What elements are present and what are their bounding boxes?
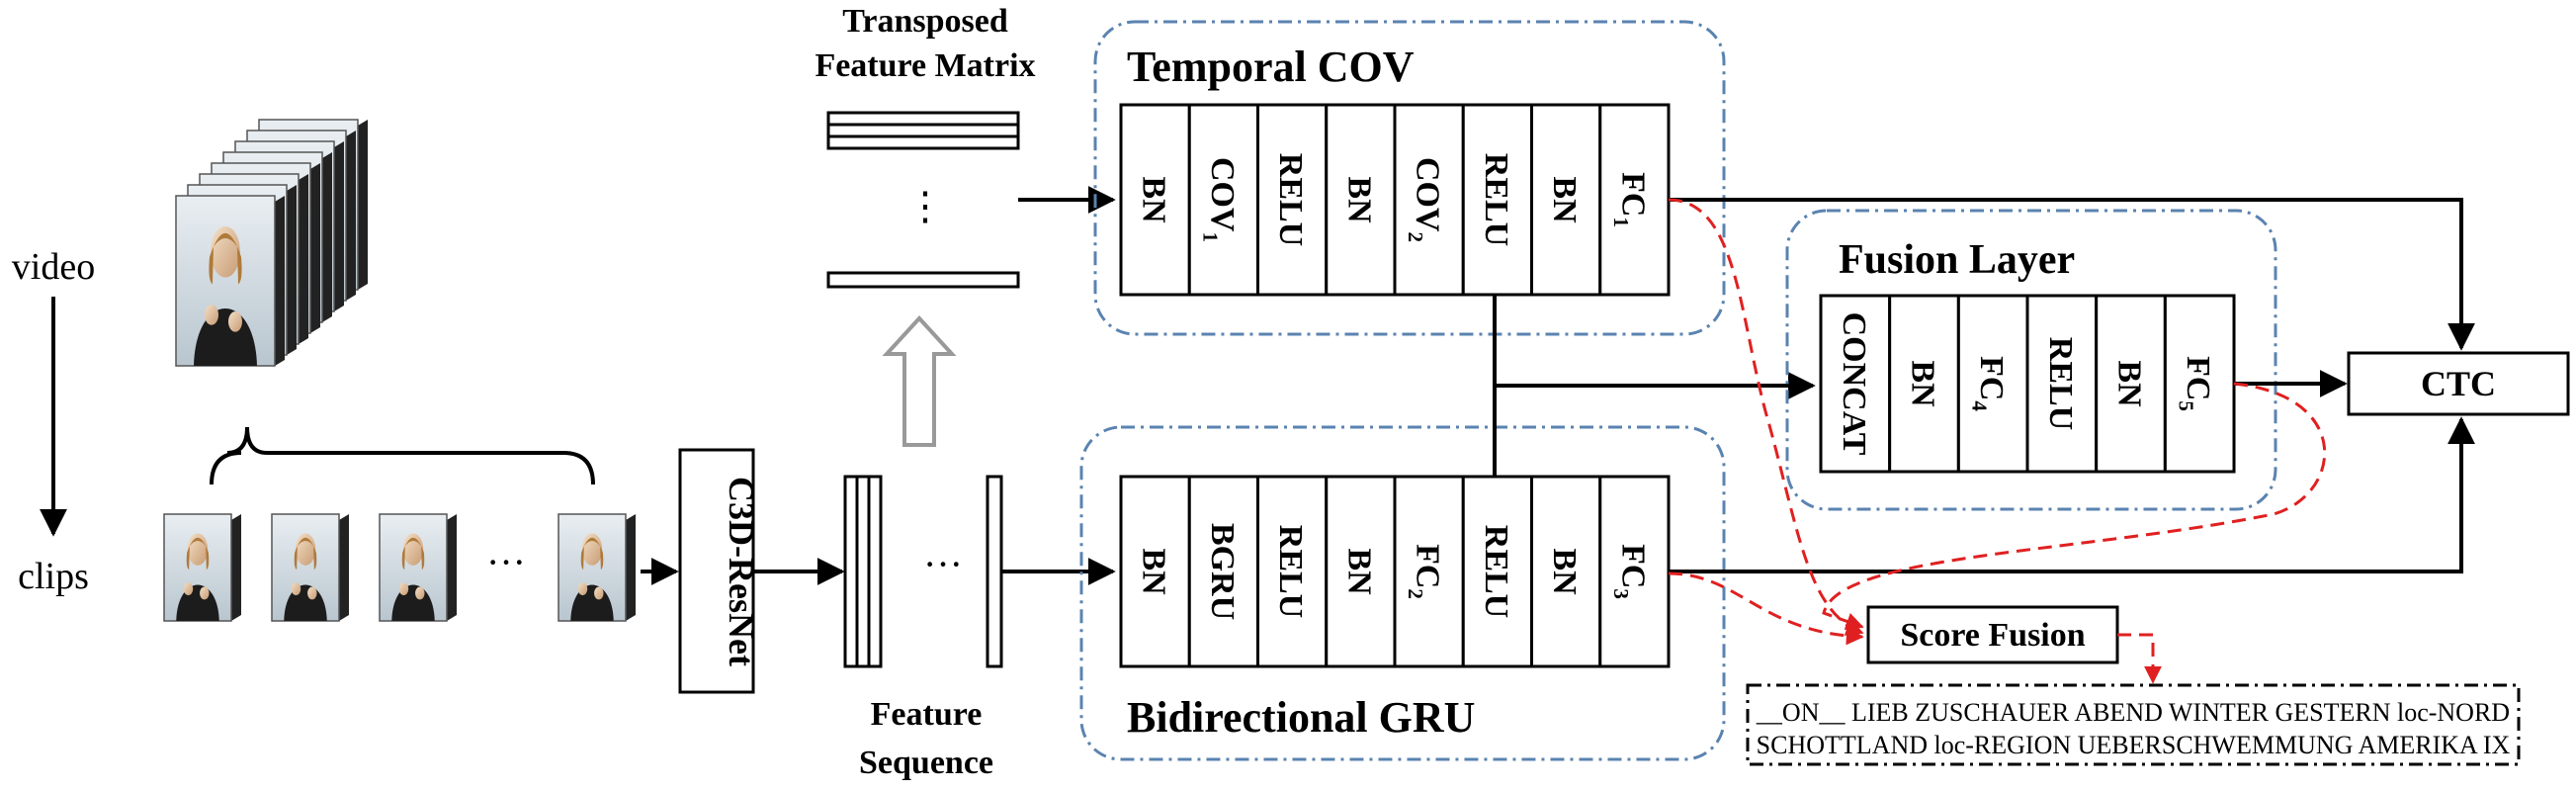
transposed-label-line1: Transposed bbox=[842, 3, 1008, 40]
gru-layer-bgru: BGRU bbox=[1187, 475, 1259, 668]
output-line1: __ON__ LIEB ZUSCHAUER ABEND WINTER GESTE… bbox=[1756, 698, 2510, 727]
fusion-layer-fc4: FC4 bbox=[1956, 294, 2029, 474]
fusion-layer-bn: BN bbox=[2095, 294, 2167, 474]
signer-thumbnail bbox=[558, 513, 636, 622]
ctc-box bbox=[2347, 351, 2570, 416]
fusion-layer-frame bbox=[1785, 209, 2277, 511]
layer-label: COV2 bbox=[1404, 157, 1446, 242]
signer-thumbnail bbox=[271, 513, 349, 622]
feature-sequence bbox=[843, 475, 1003, 668]
feature-sequence-line2: Sequence bbox=[859, 745, 993, 781]
gru-layer-fc2: FC2 bbox=[1393, 475, 1465, 668]
temporal-cov-layers: BN COV1 RELU BN COV2 RELU BN FC1 bbox=[1119, 103, 1671, 297]
signer-thumbnail bbox=[163, 513, 241, 622]
temporal-layer-cov1: COV1 bbox=[1187, 103, 1259, 297]
bidirectional-gru-title: Bidirectional GRU bbox=[1127, 693, 1475, 742]
fusion-layer-bn: BN bbox=[1888, 294, 1960, 474]
gru-layer-fc3: FC3 bbox=[1598, 475, 1671, 668]
temporal-layer-bn: BN bbox=[1530, 103, 1602, 297]
fusion-layers: CONCAT BN FC4 RELU BN FC5 bbox=[1819, 294, 2236, 474]
layer-label: BN bbox=[1340, 176, 1377, 223]
layer-label: BN bbox=[2111, 360, 2148, 407]
fusion-layer-title: Fusion Layer bbox=[1839, 237, 2075, 283]
video-label: video bbox=[12, 246, 95, 288]
clips-ellipsis: ··· bbox=[486, 540, 526, 584]
transpose-hollow-arrow bbox=[882, 315, 957, 447]
temporal-to-ctc-arrow bbox=[1669, 198, 2475, 351]
temporal-layer-relu: RELU bbox=[1461, 103, 1533, 297]
fusion-layer-relu: RELU bbox=[2025, 294, 2099, 474]
layer-label: BGRU bbox=[1204, 523, 1241, 620]
score-path-temporal bbox=[1668, 198, 1864, 636]
transposed-feature-matrix bbox=[826, 111, 1020, 289]
temporal-layer-bn: BN bbox=[1119, 103, 1191, 297]
gru-layers: BN BGRU RELU BN FC2 RELU BN FC3 bbox=[1119, 475, 1671, 668]
gru-to-ctc-arrow bbox=[1669, 416, 2475, 573]
layer-label: BN bbox=[1340, 548, 1377, 595]
sequence-ellipsis: ··· bbox=[923, 542, 963, 586]
layer-label: RELU bbox=[1478, 153, 1514, 246]
score-path-output bbox=[2117, 633, 2162, 684]
temporal-cov-title: Temporal COV bbox=[1127, 43, 1415, 91]
signer-thumbnail bbox=[175, 195, 285, 367]
layer-label: RELU bbox=[1478, 525, 1514, 618]
signer-thumbnail bbox=[379, 513, 457, 622]
gru-layer-bn: BN bbox=[1325, 475, 1397, 668]
transposed-label-line2: Feature Matrix bbox=[815, 47, 1035, 84]
layer-label: BN bbox=[1546, 176, 1583, 223]
fusion-layer-fc5: FC5 bbox=[2163, 294, 2236, 474]
matrix-ellipsis: ⋮ bbox=[905, 184, 945, 228]
c3d-resnet-box bbox=[678, 448, 755, 694]
layer-label: BN bbox=[1905, 360, 1941, 407]
temporal-layer-bn: BN bbox=[1325, 103, 1397, 297]
video-frames-stack bbox=[175, 119, 368, 367]
layer-label: RELU bbox=[1272, 525, 1309, 618]
fusion-layer-concat: CONCAT bbox=[1819, 294, 1892, 474]
layer-label: COV1 bbox=[1198, 157, 1241, 242]
layer-label: BN bbox=[1136, 548, 1172, 595]
layer-label: BN bbox=[1136, 176, 1172, 223]
clips-label: clips bbox=[18, 556, 89, 597]
output-sentence-box bbox=[1746, 683, 2521, 766]
output-line2: SCHOTTLAND loc-REGION UEBERSCHWEMMUNG AM… bbox=[1757, 731, 2511, 759]
layer-label: RELU bbox=[1272, 153, 1309, 246]
layer-label: CONCAT bbox=[1836, 312, 1872, 456]
temporal-layer-fc1: FC1 bbox=[1598, 103, 1671, 297]
brace bbox=[212, 452, 247, 484]
score-path-gru bbox=[1668, 571, 1864, 646]
ctc-label: CTC bbox=[2421, 364, 2496, 403]
score-fusion-box bbox=[1866, 605, 2119, 664]
gru-layer-relu: RELU bbox=[1256, 475, 1329, 668]
layer-label: BN bbox=[1546, 548, 1583, 595]
temporal-layer-relu: RELU bbox=[1256, 103, 1329, 297]
score-fusion-label: Score Fusion bbox=[1900, 617, 2085, 654]
temporal-layer-cov2: COV2 bbox=[1393, 103, 1465, 297]
bidirectional-gru-frame bbox=[1079, 425, 1726, 761]
brace-shape bbox=[210, 426, 595, 485]
gru-layer-bn: BN bbox=[1119, 475, 1191, 668]
gru-layer-bn: BN bbox=[1530, 475, 1602, 668]
feature-sequence-line1: Feature bbox=[871, 696, 983, 733]
layer-label: RELU bbox=[2042, 337, 2079, 430]
score-path-fusion bbox=[1822, 382, 2327, 630]
temporal-cov-frame bbox=[1093, 20, 1726, 336]
clip-thumbnails bbox=[163, 513, 636, 622]
score-paths bbox=[1668, 198, 2327, 684]
gru-layer-relu: RELU bbox=[1461, 475, 1533, 668]
